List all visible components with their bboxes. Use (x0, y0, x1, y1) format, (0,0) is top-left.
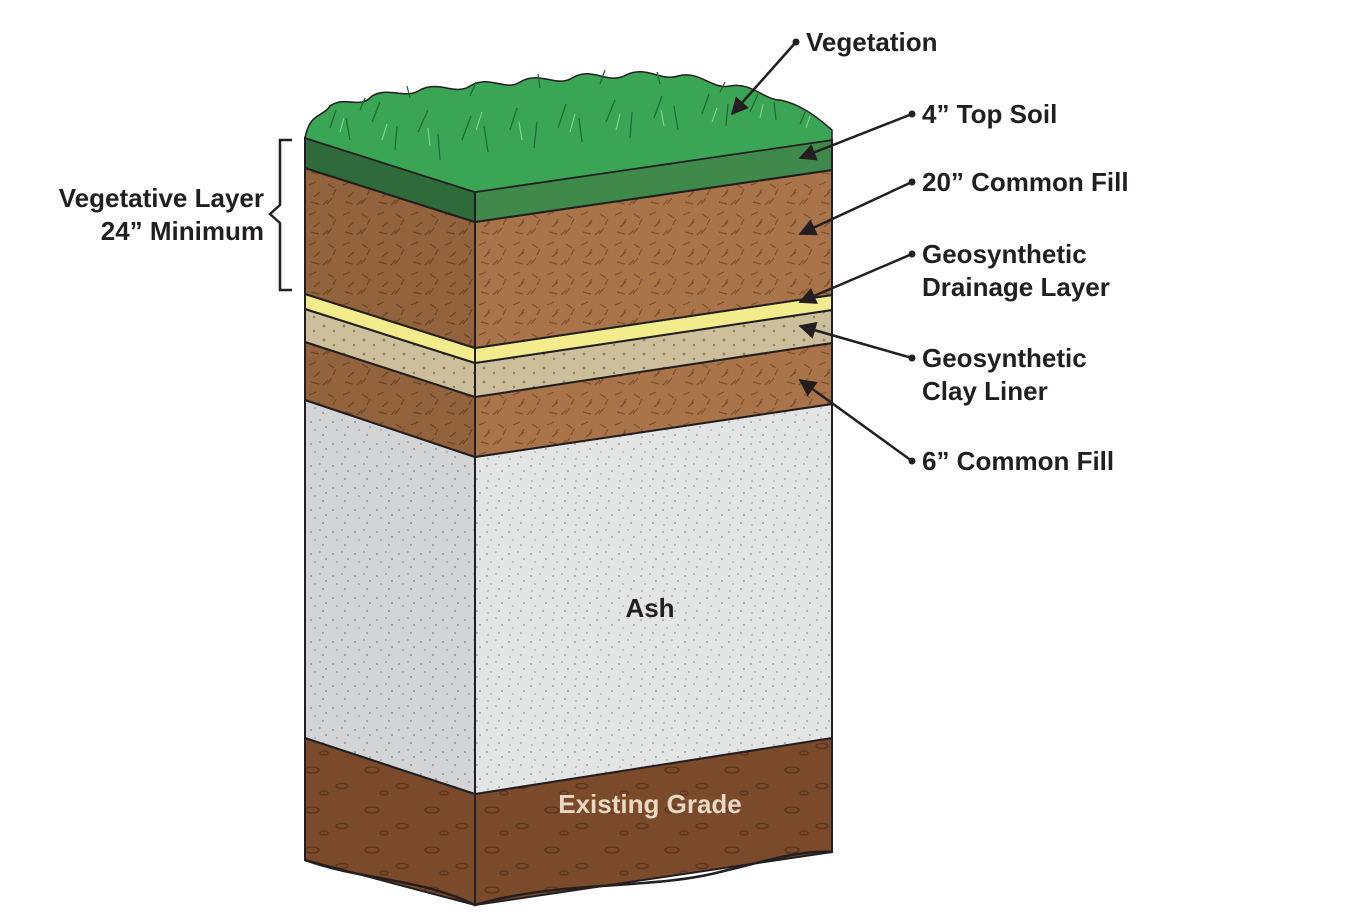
vegetation-label: Vegetation (806, 27, 937, 57)
clay-leader-arrow (798, 321, 913, 360)
grass-highlights (339, 103, 811, 147)
grass-top (304, 69, 833, 193)
vegetation-leader-arrow (730, 41, 797, 116)
vegetative-layer-bracket (268, 138, 292, 292)
block-front-face (474, 138, 833, 907)
clay-liner-label-line1: Geosynthetic (922, 343, 1087, 373)
common-fill-20-label: 20” Common Fill (922, 167, 1129, 197)
block-left-face (304, 136, 476, 907)
drainage-layer-label-line2: Drainage Layer (922, 272, 1110, 302)
common-fill-6-label: 6” Common Fill (922, 446, 1114, 476)
existing-grade-label: Existing Grade (558, 789, 742, 819)
top-soil-label: 4” Top Soil (922, 99, 1057, 129)
ash-label: Ash (625, 593, 674, 623)
left-ash-face (304, 398, 476, 796)
vegetative-layer-label-line1: Vegetative Layer (59, 183, 264, 213)
leader-lines (730, 38, 916, 465)
bottom-wavy-edge (304, 850, 833, 907)
topsoil-leader-arrow (798, 112, 913, 161)
fill20-leader-arrow (798, 180, 913, 236)
drainage-layer-label-line1: Geosynthetic (922, 239, 1087, 269)
vegetative-layer-label-line2: 24” Minimum (101, 216, 264, 246)
fill6-leader-arrow (798, 378, 913, 463)
grass-mass (304, 71, 833, 193)
clay-liner-label-line2: Clay Liner (922, 376, 1048, 406)
grass-blades (329, 69, 807, 161)
drainage-leader-arrow (798, 252, 913, 304)
